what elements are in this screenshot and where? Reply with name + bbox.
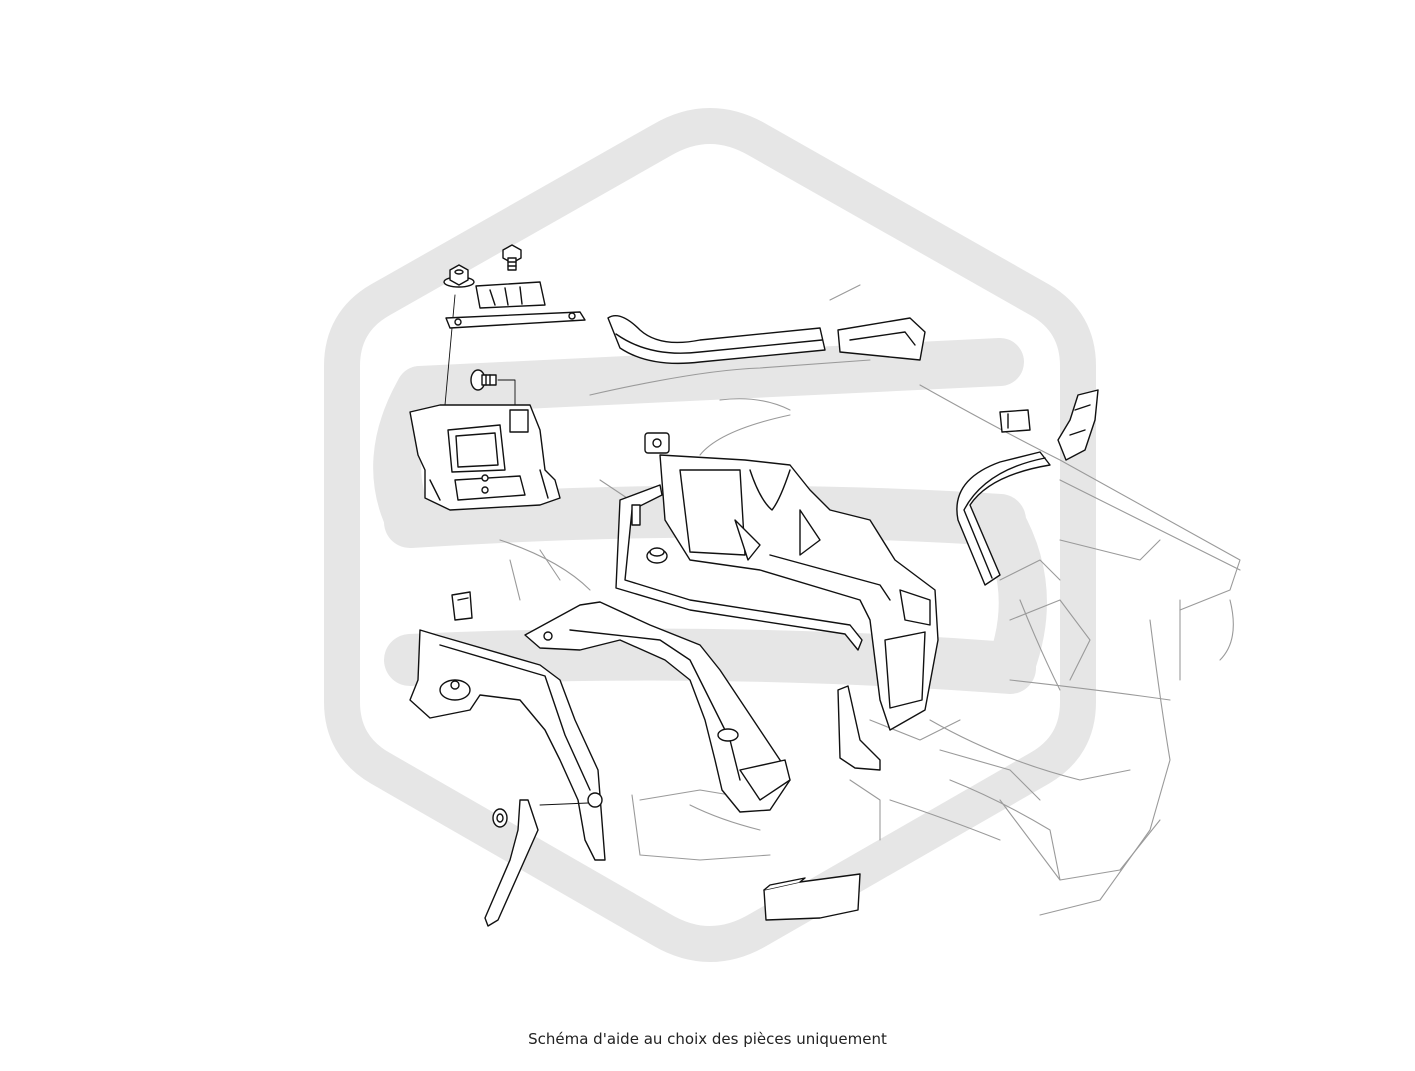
nut-center-part[interactable] (644, 432, 670, 454)
center-front-member-part[interactable] (524, 601, 791, 813)
washer-part[interactable] (492, 808, 508, 828)
bottom-box-part[interactable] (763, 873, 861, 921)
lock-carrier-part[interactable] (409, 404, 561, 511)
bump-stop-part[interactable] (646, 547, 668, 564)
upper-bracket-part[interactable] (445, 281, 586, 329)
bolt-top-part[interactable] (502, 244, 522, 271)
watermark-hexagon (324, 108, 1096, 962)
small-block-part[interactable] (451, 591, 473, 621)
watermark-s-top (396, 338, 1024, 414)
watermark-s-left-curve (373, 366, 444, 546)
front-rail-right-part[interactable] (956, 451, 1051, 586)
left-side-member-part[interactable] (409, 629, 606, 861)
vertical-plate-part[interactable] (837, 685, 881, 771)
right-upper-bracket-part[interactable] (837, 317, 926, 361)
side-vertical-bracket-part[interactable] (1057, 389, 1099, 461)
strap-stay-part[interactable] (484, 799, 589, 927)
inner-wheelhouse-part[interactable] (659, 454, 939, 731)
caption-text: Schéma d'aide au choix des pièces unique… (528, 1030, 887, 1048)
watermark-s-right-curve (976, 496, 1047, 692)
screw-part[interactable] (470, 369, 516, 406)
brace-tube-part[interactable] (615, 484, 863, 651)
clip-part[interactable] (999, 409, 1031, 433)
upper-cross-member-part[interactable] (607, 315, 826, 365)
flange-nut-part[interactable] (443, 264, 475, 288)
